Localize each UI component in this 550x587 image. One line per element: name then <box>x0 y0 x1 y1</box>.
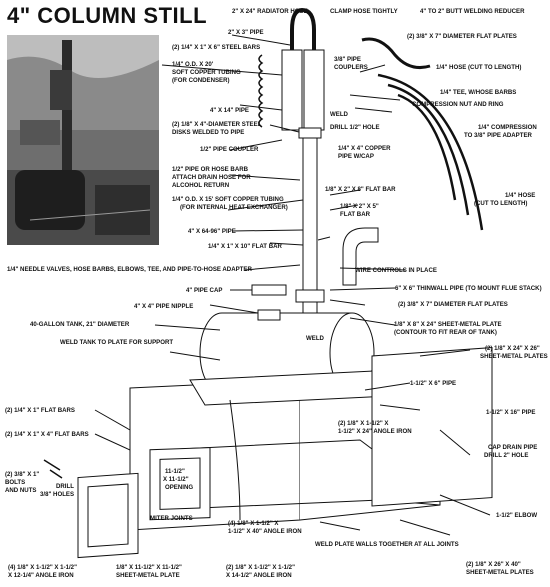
label-copper-pipe-cap: 1/4" X 4" COPPER <box>338 145 391 152</box>
label-bolts: (2) 3/8" X 1" <box>5 471 40 478</box>
label-pipe-4x14: 4" X 14" PIPE <box>210 107 249 114</box>
label-copper-pipe-cap-2: PIPE W/CAP <box>338 153 374 160</box>
label-clamp-hose: CLAMP HOSE TIGHTLY <box>330 8 398 15</box>
label-tank: 40-GALLON TANK, 21" DIAMETER <box>30 321 130 328</box>
label-flat-bars-1x4: (2) 1/4" X 1" X 4" FLAT BARS <box>5 431 89 438</box>
label-pipe-cap: 4" PIPE CAP <box>186 287 223 294</box>
label-opening-2: X 11-1/2" <box>163 476 189 483</box>
label-drill-holes-2: 3/8" HOLES <box>40 491 75 498</box>
label-opening-3: OPENING <box>165 484 194 491</box>
label-compression-adapter-2: TO 3/8" PIPE ADAPTER <box>464 132 532 139</box>
label-flat-plates-top: (2) 3/8" X 7" DIAMETER FLAT PLATES <box>407 33 517 40</box>
label-flat-bar-2x5-2: FLAT BAR <box>340 211 371 218</box>
label-wire-controls: WIRE CONTROLS IN PLACE <box>355 267 437 274</box>
label-hose-cut: 1/4" HOSE (CUT TO LENGTH) <box>436 64 522 71</box>
label-tee-hose-barbs: 1/4" TEE, W/HOSE BARBS <box>440 89 517 96</box>
label-angle-iron-1214-2: X 12-1/4" ANGLE IRON <box>8 572 74 579</box>
label-sheet-plate-2: (CONTOUR TO FIT REAR OF TANK) <box>394 329 497 336</box>
label-angle-iron-40-2: 1-1/2" X 40" ANGLE IRON <box>228 528 302 535</box>
label-drill-holes: DRILL <box>56 483 74 490</box>
label-hose-cut-2: 1/4" HOSE <box>505 192 536 199</box>
label-opening: 11-1/2" <box>165 468 185 475</box>
label-weld-1: WELD <box>330 111 348 118</box>
label-copper-tubing-3: (FOR CONDENSER) <box>172 77 230 84</box>
label-bolts-3: AND NUTS <box>5 487 37 494</box>
label-needle-valves: 1/4" NEEDLE VALVES, HOSE BARBS, ELBOWS, … <box>7 266 252 273</box>
label-drill-half: DRILL 1/2" HOLE <box>330 124 380 131</box>
label-radiator-hose: 2" X 24" RADIATOR HOSE <box>232 8 308 15</box>
label-flat-bars-1x1: (2) 1/4" X 1" FLAT BARS <box>5 407 75 414</box>
label-compression-adapter: 1/4" COMPRESSION <box>478 124 537 131</box>
label-steel-disks-2: DISKS WELDED TO PIPE <box>172 129 245 136</box>
label-steel-bars: (2) 1/4" X 1" X 6" STEEL BARS <box>172 44 261 51</box>
label-copper-tubing-2: SOFT COPPER TUBING <box>172 69 241 76</box>
label-sheet-plate: 1/8" X 8" X 24" SHEET-METAL PLATE <box>394 321 502 328</box>
still-photo <box>7 35 159 245</box>
label-sheet-plates-40-2: SHEET-METAL PLATES <box>466 569 534 576</box>
label-angle-iron-1214: (4) 1/8" X 1-1/2" X 1-1/2" <box>8 564 77 571</box>
label-pipe-couplers: 3/8" PIPE <box>334 56 361 63</box>
label-pipe-1x16: 1-1/2" X 16" PIPE <box>486 409 536 416</box>
flue-elbow <box>342 227 379 286</box>
label-butt-reducer: 4" TO 2" BUTT WELDING REDUCER <box>420 8 525 15</box>
label-hose-cut-2b: (CUT TO LENGTH) <box>474 200 528 207</box>
label-elbow: 1-1/2" ELBOW <box>496 512 538 519</box>
label-sheet-plate-11: 1/8" X 11-1/2" X 11-1/2" <box>116 564 182 571</box>
pipe-cap <box>251 284 287 296</box>
label-copper-tubing: 1/4" O.D. X 20' <box>172 61 214 68</box>
label-steel-disks: (2) 1/8" X 4"-DIAMETER STEEL <box>172 121 262 128</box>
label-drain-hose: 1/2" PIPE OR HOSE BARB <box>172 166 249 173</box>
label-pipe-coupler-half: 1/2" PIPE COUPLER <box>200 146 259 153</box>
label-angle-iron-24: (2) 1/8" X 1-1/2" X <box>338 420 389 427</box>
label-miter-joints: MITER JOINTS <box>150 515 193 522</box>
label-pipe-2x3: 2" X 3" PIPE <box>228 29 264 36</box>
label-sheet-plate-11-2: SHEET-METAL PLATE <box>116 572 180 579</box>
label-pipe-1x6: 1-1/2" X 6" PIPE <box>410 380 457 387</box>
hose-1 <box>377 73 484 231</box>
label-sheet-plates-26: (2) 1/8" X 24" X 26" <box>485 345 540 352</box>
label-sheet-plates-26-2: SHEET-METAL PLATES <box>480 353 548 360</box>
label-flat-bar-2x8: 1/8" X 2" X 8" FLAT BAR <box>325 186 396 193</box>
label-flat-bar-1x10: 1/4" X 1" X 10" FLAT BAR <box>208 243 282 250</box>
label-weld-2: WELD <box>306 335 324 342</box>
label-pipe-4x64: 4" X 64-96" PIPE <box>188 228 236 235</box>
label-cap-drain: CAP DRAIN PIPE <box>488 444 538 451</box>
label-bolts-2: BOLTS <box>5 479 26 486</box>
label-compression-nut: COMPRESSION NUT AND RING <box>412 101 504 108</box>
label-copper-heat: 1/4" O.D. X 15' SOFT COPPER TUBING <box>172 196 284 203</box>
label-copper-heat-2: (FOR INTERNAL HEAT EXCHANGER) <box>180 204 288 211</box>
label-thinwall-pipe: 6" X 6" THINWALL PIPE (TO MOUNT FLUE STA… <box>395 285 542 292</box>
condenser-pipe <box>281 49 303 131</box>
label-pipe-nipple: 4" X 4" PIPE NIPPLE <box>134 303 194 310</box>
label-cap-drain-2: DRILL 2" HOLE <box>484 452 529 459</box>
condenser-coil <box>258 54 264 128</box>
label-angle-iron-24-2: 1-1/2" X 24" ANGLE IRON <box>338 428 412 435</box>
label-angle-iron-1412-2: X 14-1/2" ANGLE IRON <box>226 572 292 579</box>
diagram-title: 4" COLUMN STILL <box>7 3 208 28</box>
column-pipe <box>302 129 318 316</box>
label-flat-bar-2x5: 1/8" X 2" X 5" <box>340 203 379 210</box>
label-sheet-plates-40: (2) 1/8" X 26" X 40" <box>466 561 521 568</box>
label-drain-hose-3: ALCOHOL RETURN <box>172 182 230 189</box>
label-pipe-couplers-2: COUPLERS <box>334 64 368 71</box>
label-weld-walls: WELD PLATE WALLS TOGETHER AT ALL JOINTS <box>315 541 459 548</box>
label-angle-iron-1412: (2) 1/8" X 1-1/2" X 1-1/2" <box>226 564 295 571</box>
radiator-hose <box>290 7 316 70</box>
label-flat-plates-mid: (2) 3/8" X 7" DIAMETER FLAT PLATES <box>398 301 508 308</box>
label-weld-support: WELD TANK TO PLATE FOR SUPPORT <box>60 339 174 346</box>
label-angle-iron-40: (4) 1/8" X 1-1/2" X <box>228 520 279 527</box>
label-drain-hose-2: ATTACH DRAIN HOSE FOR <box>172 174 251 181</box>
